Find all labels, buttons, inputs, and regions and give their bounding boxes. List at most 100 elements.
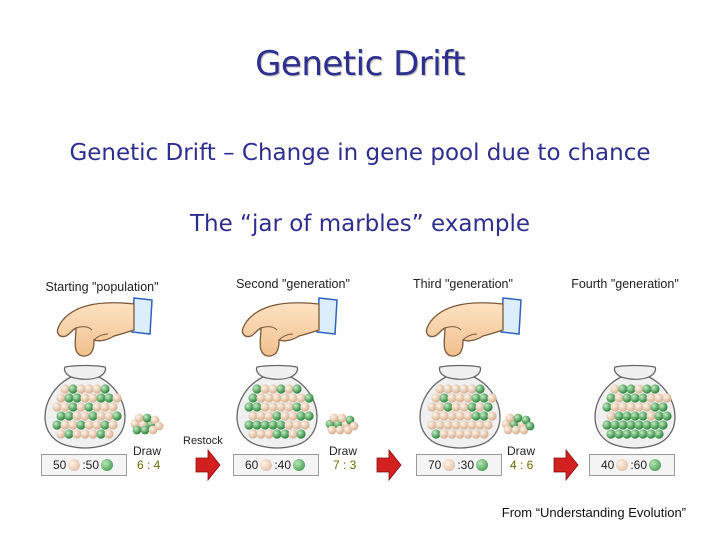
tan-marble-icon (68, 459, 81, 471)
green-marble-icon (476, 459, 489, 471)
marble (622, 411, 632, 421)
marble (439, 429, 449, 439)
marble (463, 429, 473, 439)
marble (88, 393, 98, 403)
tan-count: 40 (600, 458, 615, 472)
marble (284, 402, 294, 412)
marble (244, 402, 254, 412)
marble (300, 420, 310, 430)
restock-label: Restock (183, 435, 223, 447)
marble (459, 420, 469, 430)
marble (112, 393, 122, 403)
marble (284, 420, 294, 430)
marble (104, 411, 114, 421)
marble (642, 402, 652, 412)
marble (513, 413, 523, 423)
marble (52, 402, 62, 412)
marble (64, 411, 74, 421)
marble (108, 420, 118, 430)
marble (451, 420, 461, 430)
marble (447, 429, 457, 439)
marble (60, 402, 70, 412)
marble (296, 393, 306, 403)
marble (56, 411, 66, 421)
marble (662, 411, 672, 421)
hand-icon-3 (425, 297, 522, 357)
marble (614, 393, 624, 403)
green-count: 30 (460, 458, 475, 472)
marble (602, 420, 612, 430)
marble (606, 393, 616, 403)
marble (431, 429, 441, 439)
marble (630, 393, 640, 403)
marble (76, 420, 86, 430)
marble (272, 393, 282, 403)
marble (280, 429, 290, 439)
marble (292, 420, 302, 430)
marble (630, 429, 640, 439)
ratio-separator: : (457, 458, 461, 472)
marble (658, 420, 668, 430)
marble (56, 429, 66, 439)
marble (622, 429, 632, 439)
marble (260, 420, 270, 430)
marble (511, 425, 521, 435)
marble (439, 411, 449, 421)
marble (602, 402, 612, 412)
marble (614, 429, 624, 439)
marble (264, 429, 274, 439)
marble (618, 402, 628, 412)
marble (471, 429, 481, 439)
marble (256, 393, 266, 403)
marble (296, 411, 306, 421)
marble (630, 411, 640, 421)
marble (337, 413, 347, 423)
marble (443, 402, 453, 412)
marble (140, 425, 150, 435)
marble (108, 402, 118, 412)
marble (76, 384, 86, 394)
count-box-1: 50 : 50 (41, 454, 127, 476)
marble (606, 429, 616, 439)
marble (483, 402, 493, 412)
arrow-icon-1 (195, 448, 221, 482)
ratio-separator: : (274, 458, 278, 472)
marble (455, 393, 465, 403)
hand-icon-2 (241, 297, 338, 357)
marble (662, 393, 672, 403)
slide-title: Genetic Drift (255, 44, 465, 84)
marble (335, 425, 345, 435)
marble (479, 393, 489, 403)
marble (626, 384, 636, 394)
green-marble-icon (649, 459, 662, 471)
marble (256, 429, 266, 439)
stage-label-2: Second "generation" (236, 277, 350, 291)
marble (654, 411, 664, 421)
marble (248, 411, 258, 421)
marble (610, 402, 620, 412)
tan-marble-icon (443, 459, 456, 471)
marble (80, 429, 90, 439)
marble (264, 411, 274, 421)
marble (100, 420, 110, 430)
marble (64, 429, 74, 439)
example-text: The “jar of marbles” example (189, 211, 531, 237)
definition-text: Genetic Drift – Change in gene pool due … (69, 140, 651, 166)
tan-marble-icon (616, 459, 629, 471)
marble (443, 420, 453, 430)
marble (471, 393, 481, 403)
count-box-2: 60 : 40 (233, 454, 319, 476)
marble (614, 411, 624, 421)
marble (288, 393, 298, 403)
stage-label-3: Third "generation" (413, 277, 513, 291)
marble (60, 384, 70, 394)
marble (447, 393, 457, 403)
source-credit: From “Understanding Evolution” (501, 505, 686, 520)
marble (471, 411, 481, 421)
marble (72, 411, 82, 421)
marble (272, 411, 282, 421)
marble (276, 402, 286, 412)
marble (431, 411, 441, 421)
marble (650, 420, 660, 430)
marble (64, 393, 74, 403)
